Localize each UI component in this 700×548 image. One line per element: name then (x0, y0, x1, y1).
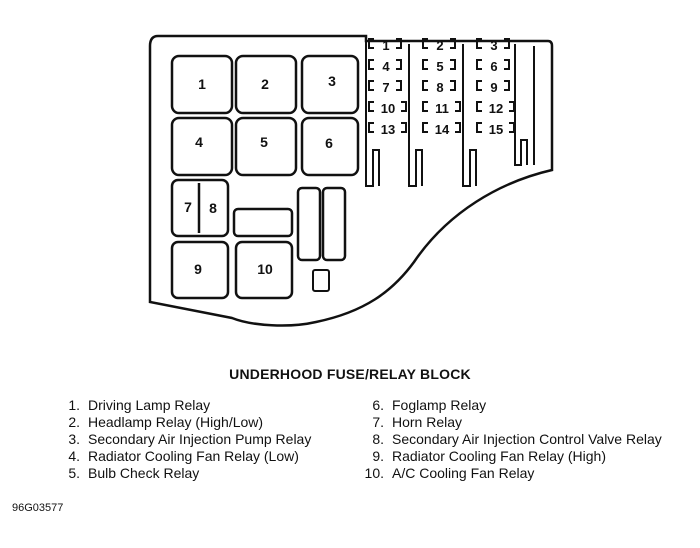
fuse-15: 15 (476, 122, 515, 137)
legend-number: 9. (372, 448, 384, 464)
legend-number: 6. (372, 397, 384, 413)
fuse-14: 14 (422, 122, 461, 137)
relay-10: 10 (234, 240, 294, 300)
fuse-1: 1 (368, 38, 402, 53)
legend-item: 4. Radiator Cooling Fan Relay (Low) (58, 448, 311, 465)
fuse-9: 9 (476, 80, 510, 95)
fuse-block-housing (148, 34, 554, 327)
relay-5: 5 (234, 116, 298, 177)
small-connector (232, 207, 294, 238)
fuse-8: 8 (422, 80, 456, 95)
relay-label: 7 (184, 199, 192, 215)
fuse-label: 10 (381, 101, 395, 116)
fuse-13: 13 (368, 122, 407, 137)
legend-text: Foglamp Relay (392, 397, 487, 413)
maxi-fuse-left (296, 186, 322, 262)
fuse-5: 5 (422, 59, 456, 74)
legend-number: 5. (68, 465, 80, 481)
fuse-6: 6 (476, 59, 510, 74)
fuse-label: 1 (382, 38, 389, 53)
relay-label: 4 (195, 134, 203, 150)
fuse-10: 10 (368, 101, 407, 116)
legend-text: Radiator Cooling Fan Relay (High) (392, 448, 606, 464)
fuse-label: 5 (436, 59, 443, 74)
legend-item: 2. Headlamp Relay (High/Low) (58, 414, 311, 431)
fuse-label: 15 (489, 122, 503, 137)
relay-label: 3 (328, 73, 336, 89)
legend-item: 1. Driving Lamp Relay (58, 397, 311, 414)
fuse-label: 13 (381, 122, 395, 137)
legend-text: Secondary Air Injection Control Valve Re… (392, 431, 662, 447)
fuse-3: 3 (476, 38, 510, 53)
relay-7-8: 7 8 (170, 178, 230, 238)
relay-label: 2 (261, 76, 269, 92)
relay-2: 2 (234, 54, 298, 115)
fuse-label: 8 (436, 80, 443, 95)
legend-number: 8. (372, 431, 384, 447)
fuse-label: 9 (490, 80, 497, 95)
legend-text: Radiator Cooling Fan Relay (Low) (88, 448, 299, 464)
legend-number: 4. (68, 448, 80, 464)
relay-label: 9 (194, 261, 202, 277)
relay-9: 9 (170, 240, 230, 300)
fuse-slot-rails (365, 41, 535, 187)
legend-item: 5. Bulb Check Relay (58, 465, 311, 482)
fuse-11: 11 (422, 101, 461, 116)
fuse-2: 2 (422, 38, 456, 53)
legend-item: 8. Secondary Air Injection Control Valve … (356, 431, 662, 448)
relay-label: 1 (198, 76, 206, 92)
legend-number: 7. (372, 414, 384, 430)
relay-label: 10 (257, 261, 273, 277)
fuse-label: 12 (489, 101, 503, 116)
legend-text: Bulb Check Relay (88, 465, 200, 481)
legend-item: 6. Foglamp Relay (356, 397, 662, 414)
fuse-4: 4 (368, 59, 402, 74)
legend-text: A/C Cooling Fan Relay (392, 465, 535, 481)
relay-label: 6 (325, 135, 333, 151)
legend-left-column: 1. Driving Lamp Relay 2. Headlamp Relay (H… (58, 397, 311, 482)
legend-number: 1. (68, 397, 80, 413)
fuse-12: 12 (476, 101, 515, 116)
legend-text: Secondary Air Injection Pump Relay (88, 431, 312, 447)
diagram-title: UNDERHOOD FUSE/RELAY BLOCK (229, 366, 471, 382)
legend-item: 3. Secondary Air Injection Pump Relay (58, 431, 311, 448)
legend-item: 7. Horn Relay (356, 414, 662, 431)
legend-number: 10. (364, 465, 384, 481)
legend-number: 2. (68, 414, 80, 430)
fuse-label: 4 (382, 59, 390, 74)
fuse-label: 7 (382, 80, 389, 95)
fuse-7: 7 (368, 80, 402, 95)
legend-text: Driving Lamp Relay (88, 397, 211, 413)
legend-right-column: 6. Foglamp Relay 7. Horn Relay 8. Secondary… (356, 397, 662, 482)
relay-label: 8 (209, 200, 217, 216)
relay-label: 5 (260, 134, 268, 150)
fuse-label: 3 (490, 38, 497, 53)
legend-number: 3. (68, 431, 80, 447)
maxi-fuse-right (321, 186, 347, 262)
fuse-block-diagram: 1 2 3 4 5 6 7 8 9 10 1 (148, 34, 554, 327)
fuse-label: 11 (435, 101, 449, 116)
legend-text: Horn Relay (392, 414, 463, 430)
fuse-label: 2 (436, 38, 443, 53)
relay-3: 3 (300, 54, 360, 115)
legend-item: 9. Radiator Cooling Fan Relay (High) (356, 448, 662, 465)
legend-item: 10. A/C Cooling Fan Relay (356, 465, 662, 482)
relay-4: 4 (170, 116, 234, 177)
legend-text: Headlamp Relay (High/Low) (88, 414, 264, 430)
figure-code: 96G03577 (12, 502, 64, 514)
fuse-label: 6 (490, 59, 497, 74)
small-fuse (312, 269, 330, 292)
relay-6: 6 (300, 116, 360, 177)
relay-1: 1 (170, 54, 234, 115)
fuse-label: 14 (435, 122, 450, 137)
